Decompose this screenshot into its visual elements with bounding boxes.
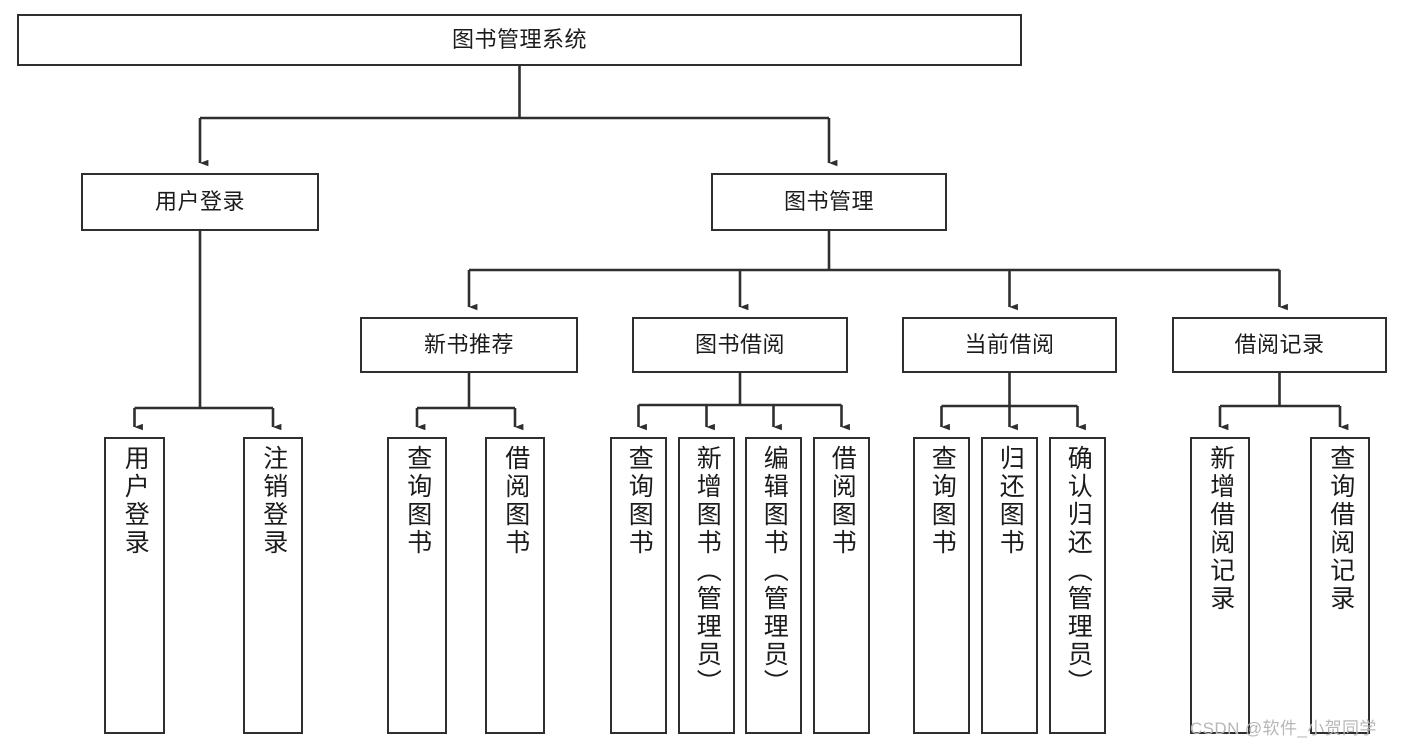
node-l1[interactable]: 用户登录 [104, 437, 165, 734]
node-records[interactable]: 借阅记录 [1172, 317, 1387, 373]
node-label: 借阅图书 [501, 445, 530, 557]
node-label: 查询图书 [928, 445, 957, 557]
node-label: 查询图书 [625, 445, 654, 557]
node-l7[interactable]: 编辑图书（管理员） [745, 437, 802, 734]
node-label: 图书管理系统 [451, 27, 587, 53]
csdn-watermark: CSDN @软件_小贺同学 [1190, 719, 1377, 738]
node-newbook[interactable]: 新书推荐 [360, 317, 578, 373]
node-label: 归还图书 [996, 445, 1025, 557]
node-label: 借阅图书 [828, 445, 857, 557]
node-l11[interactable]: 确认归还（管理员） [1049, 437, 1106, 734]
node-label: 查询图书 [403, 445, 432, 557]
node-l6[interactable]: 新增图书（管理员） [678, 437, 735, 734]
node-label: 新书推荐 [423, 332, 514, 358]
node-label: 图书借阅 [694, 332, 785, 358]
node-label: 图书管理 [783, 189, 874, 215]
node-l5[interactable]: 查询图书 [610, 437, 667, 734]
node-l3[interactable]: 查询图书 [387, 437, 447, 734]
node-l8[interactable]: 借阅图书 [813, 437, 870, 734]
node-borrow[interactable]: 图书借阅 [632, 317, 848, 373]
node-l10[interactable]: 归还图书 [981, 437, 1038, 734]
node-label: 注销登录 [259, 445, 288, 557]
node-label: 新增借阅记录 [1206, 445, 1235, 613]
node-l12[interactable]: 新增借阅记录 [1190, 437, 1250, 734]
node-label: 新增图书（管理员） [693, 445, 722, 697]
node-root[interactable]: 图书管理系统 [17, 14, 1022, 66]
node-l4[interactable]: 借阅图书 [485, 437, 545, 734]
node-current[interactable]: 当前借阅 [902, 317, 1117, 373]
node-label: 用户登录 [121, 445, 150, 557]
node-login[interactable]: 用户登录 [81, 173, 319, 231]
node-label: 借阅记录 [1234, 332, 1325, 358]
node-label: 当前借阅 [964, 332, 1055, 358]
node-bookmgmt[interactable]: 图书管理 [711, 173, 947, 231]
node-l13[interactable]: 查询借阅记录 [1310, 437, 1370, 734]
node-l2[interactable]: 注销登录 [243, 437, 303, 734]
node-label: 确认归还（管理员） [1064, 445, 1093, 697]
node-label: 编辑图书（管理员） [760, 445, 789, 697]
node-label: 用户登录 [154, 189, 245, 215]
node-label: 查询借阅记录 [1326, 445, 1355, 613]
node-l9[interactable]: 查询图书 [913, 437, 970, 734]
